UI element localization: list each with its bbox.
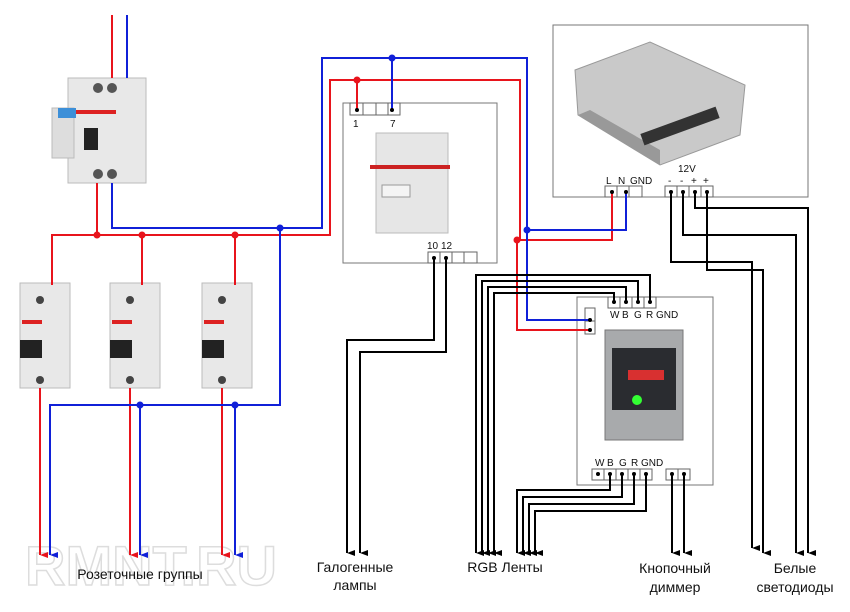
dimmer-top-GND: GND — [656, 310, 678, 321]
white-led-wire-3 — [694, 191, 816, 556]
terminal-dots — [355, 108, 709, 476]
rgb-bottom-r — [528, 474, 635, 556]
breaker-3 — [201, 282, 253, 389]
terminal-N: N — [618, 176, 625, 187]
label-halogen-2: лампы — [333, 577, 377, 593]
dimmer-top-B: B — [622, 310, 629, 321]
terminal-minus-2: - — [680, 176, 683, 187]
output-12v-label: 12V — [678, 164, 696, 175]
rgb-top-r — [481, 280, 639, 556]
rgb-top-b — [493, 292, 615, 556]
halogen-wire-1 — [346, 257, 435, 556]
dimmer-device — [604, 329, 684, 441]
terminal-L: L — [606, 176, 612, 187]
label-socket-groups: Розеточные группы — [77, 566, 203, 582]
terminal-10: 10 — [427, 241, 439, 252]
transformer-box — [342, 102, 498, 264]
terminal-plus-2: + — [703, 176, 709, 187]
white-led-wire-4 — [706, 191, 771, 556]
dimmer-top-W: W — [610, 310, 620, 321]
rgb-bottom-gnd — [534, 474, 647, 556]
rgb-top-gnd — [475, 274, 651, 556]
white-led-wire-1 — [670, 191, 760, 551]
rcd-device — [51, 77, 147, 184]
junction-dots — [93, 54, 531, 409]
breaker-1 — [19, 282, 71, 389]
neutral-socket-1 — [49, 228, 281, 558]
dimmer-bottom-GND: GND — [641, 458, 663, 469]
breaker-2 — [109, 282, 161, 389]
terminal-minus-1: - — [668, 176, 671, 187]
dimmer-bottom-B: B — [607, 458, 614, 469]
label-rgb: RGB Ленты — [467, 559, 543, 575]
terminal-1: 1 — [353, 119, 359, 130]
label-dimmer-2: диммер — [649, 579, 701, 595]
terminal-plus-1: + — [691, 176, 697, 187]
rgb-bottom-g — [522, 474, 623, 556]
halogen-wire-2 — [359, 257, 447, 556]
terminal-GND: GND — [630, 176, 652, 187]
dimmer-top-G: G — [634, 310, 642, 321]
neutral-dimmer — [526, 230, 590, 321]
terminal-7: 7 — [390, 119, 396, 130]
transformer-device — [370, 132, 450, 234]
neutral-bus — [111, 57, 627, 231]
terminal-12: 12 — [441, 241, 453, 252]
dimmer-top-R: R — [646, 310, 653, 321]
rgb-top-g — [487, 286, 627, 556]
label-dimmer-1: Кнопочный — [639, 560, 711, 576]
label-halogen-1: Галогенные — [316, 559, 394, 575]
label-white-2: светодиоды — [756, 579, 834, 595]
dimmer-bottom-W: W — [595, 458, 605, 469]
white-led-wire-2 — [682, 191, 804, 556]
dimmer-bottom-R: R — [631, 458, 638, 469]
rgb-bottom-b — [516, 474, 611, 556]
phase-dimmer — [516, 240, 590, 331]
power-supply-device — [574, 41, 746, 166]
dimmer-bottom-G: G — [619, 458, 627, 469]
label-white-1: Белые — [773, 560, 817, 576]
